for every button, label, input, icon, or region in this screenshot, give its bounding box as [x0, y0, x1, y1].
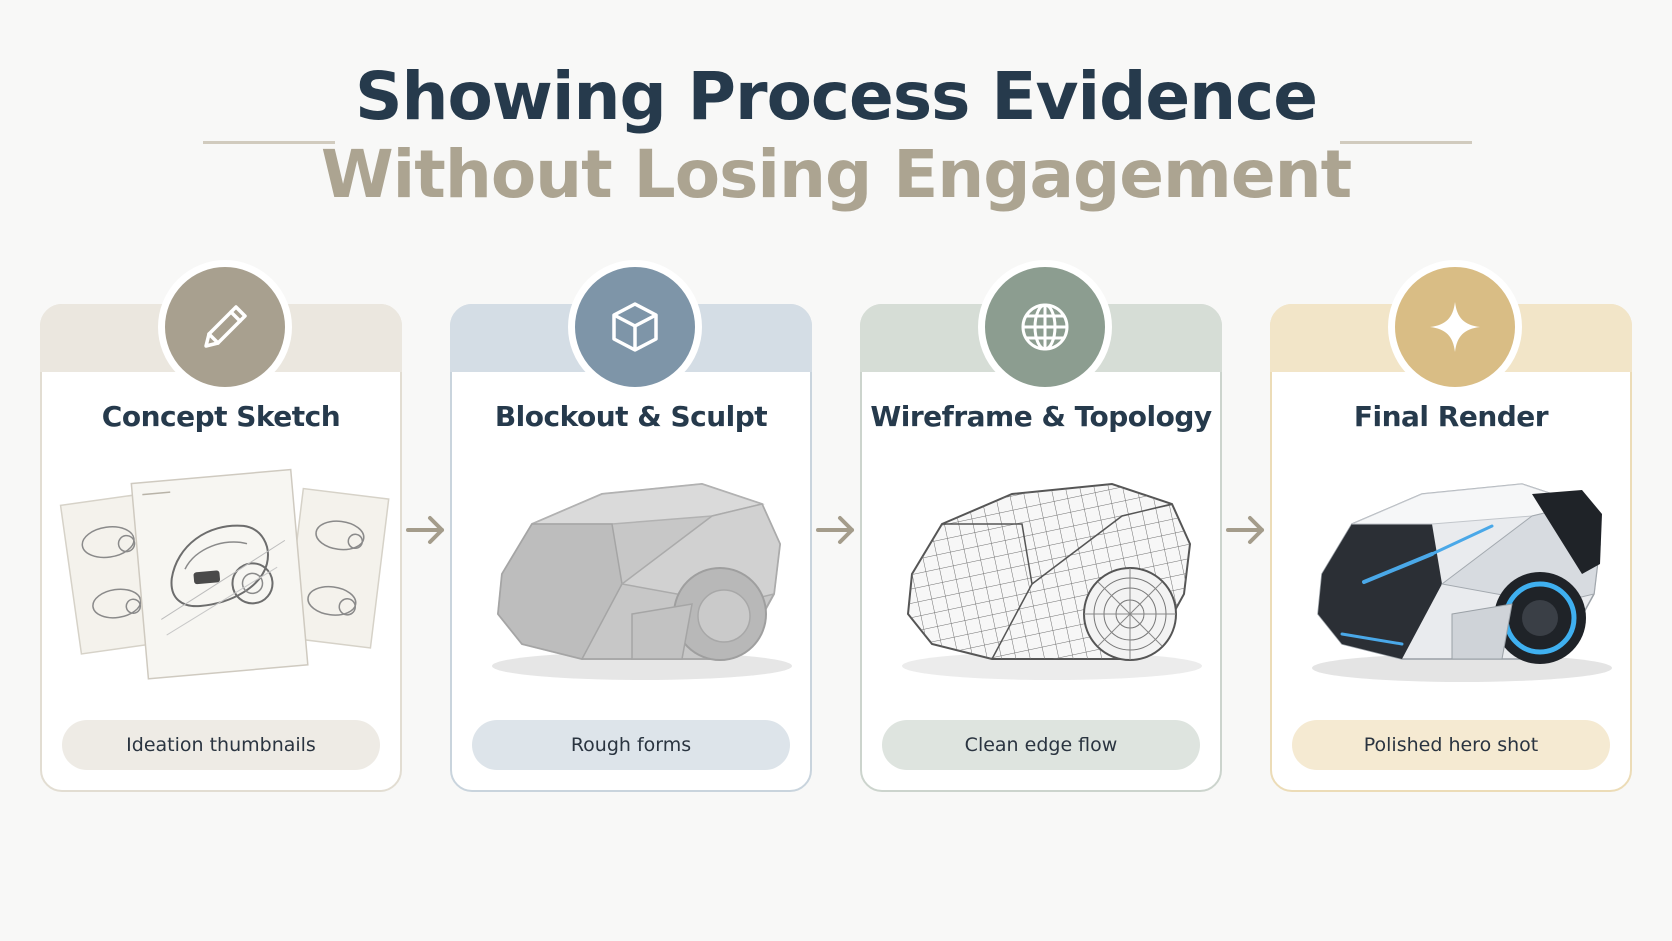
step-icon-badge [158, 260, 292, 394]
step-caption: Clean edge flow [882, 720, 1200, 770]
step-title: Concept Sketch [101, 400, 341, 433]
pencil-icon [204, 305, 247, 348]
sparkle-icon [1430, 302, 1480, 352]
blockout-illustration [462, 454, 802, 704]
arrow-right-icon [406, 516, 444, 544]
title-sub: Without Losing Engagement [320, 136, 1352, 213]
step-card-final-render: Final Render Polished hero shot [1270, 260, 1632, 792]
final-render-illustration [1282, 454, 1622, 704]
title-main: Showing Process Evidence [355, 58, 1318, 135]
title-divider-left [203, 141, 335, 144]
step-caption: Ideation thumbnails [62, 720, 380, 770]
step-title: Wireframe & Topology [870, 400, 1212, 433]
step-caption: Rough forms [472, 720, 790, 770]
step-card-wireframe-topology: Wireframe & Topology Clean edge flow [860, 260, 1222, 792]
step-card-blockout-sculpt: Blockout & Sculpt Rough forms [450, 260, 812, 792]
cube-icon [612, 302, 658, 352]
globe-icon [1021, 303, 1069, 351]
step-icon-badge [1388, 260, 1522, 394]
title-divider-right [1340, 141, 1472, 144]
arrow-right-icon [1226, 516, 1264, 544]
step-caption: Polished hero shot [1292, 720, 1610, 770]
step-icon-badge [568, 260, 702, 394]
step-title: Blockout & Sculpt [494, 400, 768, 433]
concept-sketch-illustration [52, 454, 392, 704]
step-icon-badge [978, 260, 1112, 394]
step-card-concept-sketch: Concept Sketch [40, 260, 402, 792]
arrow-right-icon [816, 516, 854, 544]
wireframe-illustration [872, 454, 1212, 704]
step-title: Final Render [1353, 400, 1549, 433]
title-block: Showing Process Evidence Without Losing … [0, 58, 1672, 214]
